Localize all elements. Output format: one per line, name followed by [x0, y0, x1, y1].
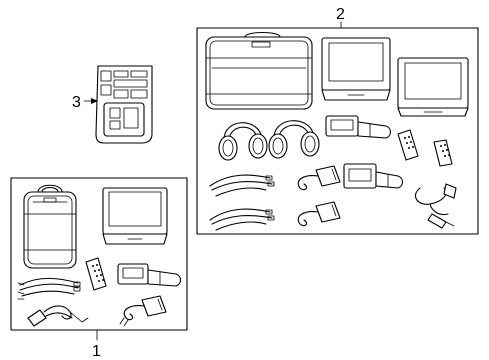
kit-2-ac-adapter-upper: [297, 165, 341, 191]
kit-1-ac-adapter: [119, 295, 167, 327]
kit-2-mount-bracket-lower: [343, 163, 404, 189]
kit-2-headphones-left: [218, 122, 268, 161]
kit-2-headphones-right: [268, 120, 320, 159]
kit-2-av-cable-lower: [209, 208, 275, 231]
kit-1-mount-bracket: [117, 263, 182, 287]
kit-1-frame: [10, 177, 188, 331]
kit-1-carry-bag: [23, 184, 77, 269]
kit-2-remote-a: [397, 129, 419, 161]
kit-2-monitor-front: [321, 37, 391, 101]
callout-2: 2: [336, 6, 345, 29]
callout-2-label: 2: [336, 6, 345, 23]
callout-3-label: 3: [72, 94, 81, 111]
callout-1: 1: [92, 329, 101, 360]
kit-1-group: [10, 177, 188, 331]
panel-3-group: [95, 65, 153, 144]
kit-1-car-charger: [27, 305, 89, 327]
kit-1-av-cable: [17, 277, 81, 300]
kit-1-remote: [85, 257, 107, 291]
kit-2-remote-b: [433, 139, 453, 167]
kit-2-ac-adapter-lower: [297, 201, 341, 227]
kit-2-carry-case: [205, 31, 313, 110]
callout-1-label: 1: [92, 343, 101, 360]
kit-2-group: [196, 27, 479, 235]
kit-2-frame: [196, 27, 479, 235]
kit-2-monitor-rear: [397, 57, 469, 117]
callout-3: 3: [72, 94, 98, 111]
kit-2-mount-bracket-upper: [325, 115, 392, 139]
kit-2-car-charger: [415, 183, 457, 229]
kit-1-monitor: [102, 187, 168, 245]
kit-2-av-cable-upper: [209, 174, 275, 197]
